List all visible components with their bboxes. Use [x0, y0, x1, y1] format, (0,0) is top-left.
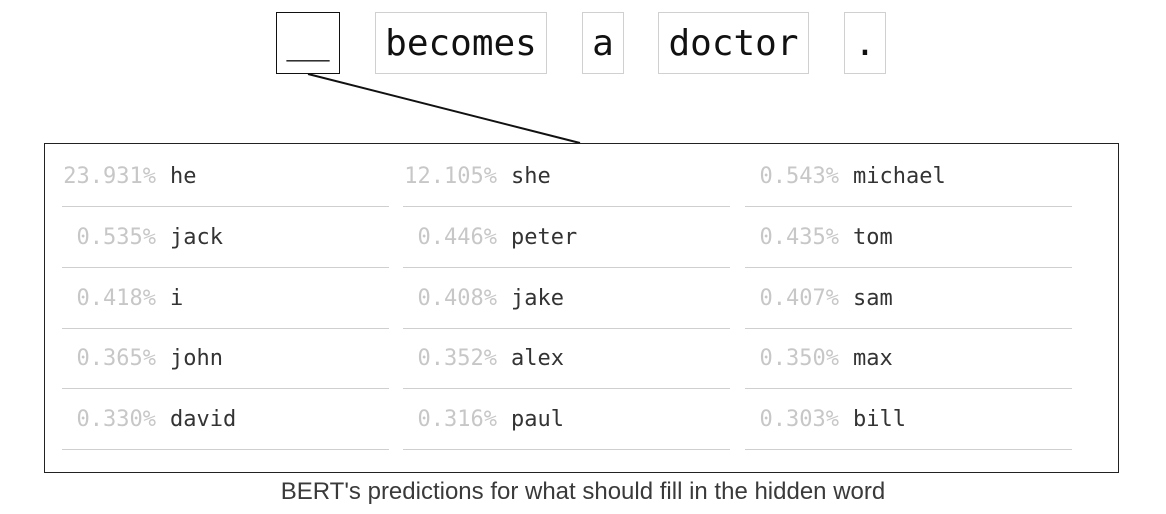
token-a: a — [582, 12, 624, 74]
prediction-probability: 0.330% — [76, 407, 156, 432]
prediction-item[interactable]: 0.535% jack — [62, 208, 389, 268]
caption: BERT's predictions for what should fill … — [280, 478, 886, 505]
token-masked[interactable]: __ — [276, 12, 340, 74]
prediction-word: i — [170, 286, 184, 311]
prediction-item[interactable]: 0.418% i — [62, 269, 389, 329]
prediction-probability: 0.303% — [759, 407, 839, 432]
prediction-item[interactable]: 23.931% he — [62, 147, 389, 207]
prediction-item[interactable]: 0.350% max — [745, 329, 1072, 389]
prediction-probability: 0.408% — [417, 286, 497, 311]
sentence-tokens: __ becomes a doctor . — [0, 0, 1166, 80]
prediction-word: max — [853, 346, 893, 371]
prediction-word: jack — [170, 225, 223, 250]
token-text: a — [592, 22, 614, 64]
prediction-probability: 0.316% — [417, 407, 497, 432]
prediction-probability: 0.446% — [417, 225, 497, 250]
prediction-item[interactable]: 0.446% peter — [403, 208, 730, 268]
prediction-item[interactable]: 0.365% john — [62, 329, 389, 389]
prediction-word: alex — [511, 346, 564, 371]
prediction-probability: 0.535% — [76, 225, 156, 250]
prediction-item[interactable]: 0.407% sam — [745, 269, 1072, 329]
token-text: __ — [286, 20, 330, 62]
prediction-word: bill — [853, 407, 906, 432]
prediction-word: sam — [853, 286, 893, 311]
prediction-probability: 0.352% — [417, 346, 497, 371]
prediction-item[interactable]: 0.408% jake — [403, 269, 730, 329]
prediction-item[interactable]: 0.303% bill — [745, 390, 1072, 450]
prediction-probability: 0.435% — [759, 225, 839, 250]
prediction-probability: 23.931% — [63, 164, 156, 189]
prediction-probability: 0.543% — [759, 164, 839, 189]
token-text: . — [854, 22, 876, 64]
token-becomes: becomes — [375, 12, 547, 74]
prediction-word: he — [170, 164, 197, 189]
predictions-panel: 23.931% he 12.105% she 0.543% michael 0.535% ja… — [44, 143, 1119, 473]
prediction-word: paul — [511, 407, 564, 432]
prediction-probability: 0.365% — [76, 346, 156, 371]
prediction-item[interactable]: 12.105% she — [403, 147, 730, 207]
prediction-probability: 0.350% — [759, 346, 839, 371]
prediction-word: david — [170, 407, 237, 432]
prediction-item[interactable]: 0.316% paul — [403, 390, 730, 450]
prediction-word: michael — [853, 164, 946, 189]
token-doctor: doctor — [658, 12, 809, 74]
prediction-probability: 0.418% — [76, 286, 156, 311]
prediction-word: she — [511, 164, 551, 189]
prediction-probability: 0.407% — [759, 286, 839, 311]
prediction-word: tom — [853, 225, 893, 250]
token-text: doctor — [668, 22, 799, 64]
prediction-item[interactable]: 0.330% david — [62, 390, 389, 450]
prediction-item[interactable]: 0.352% alex — [403, 329, 730, 389]
prediction-word: jake — [511, 286, 564, 311]
prediction-word: john — [170, 346, 223, 371]
token-period: . — [844, 12, 886, 74]
prediction-word: peter — [511, 225, 578, 250]
token-text: becomes — [385, 22, 537, 64]
prediction-item[interactable]: 0.435% tom — [745, 208, 1072, 268]
prediction-item[interactable]: 0.543% michael — [745, 147, 1072, 207]
prediction-probability: 12.105% — [404, 164, 497, 189]
